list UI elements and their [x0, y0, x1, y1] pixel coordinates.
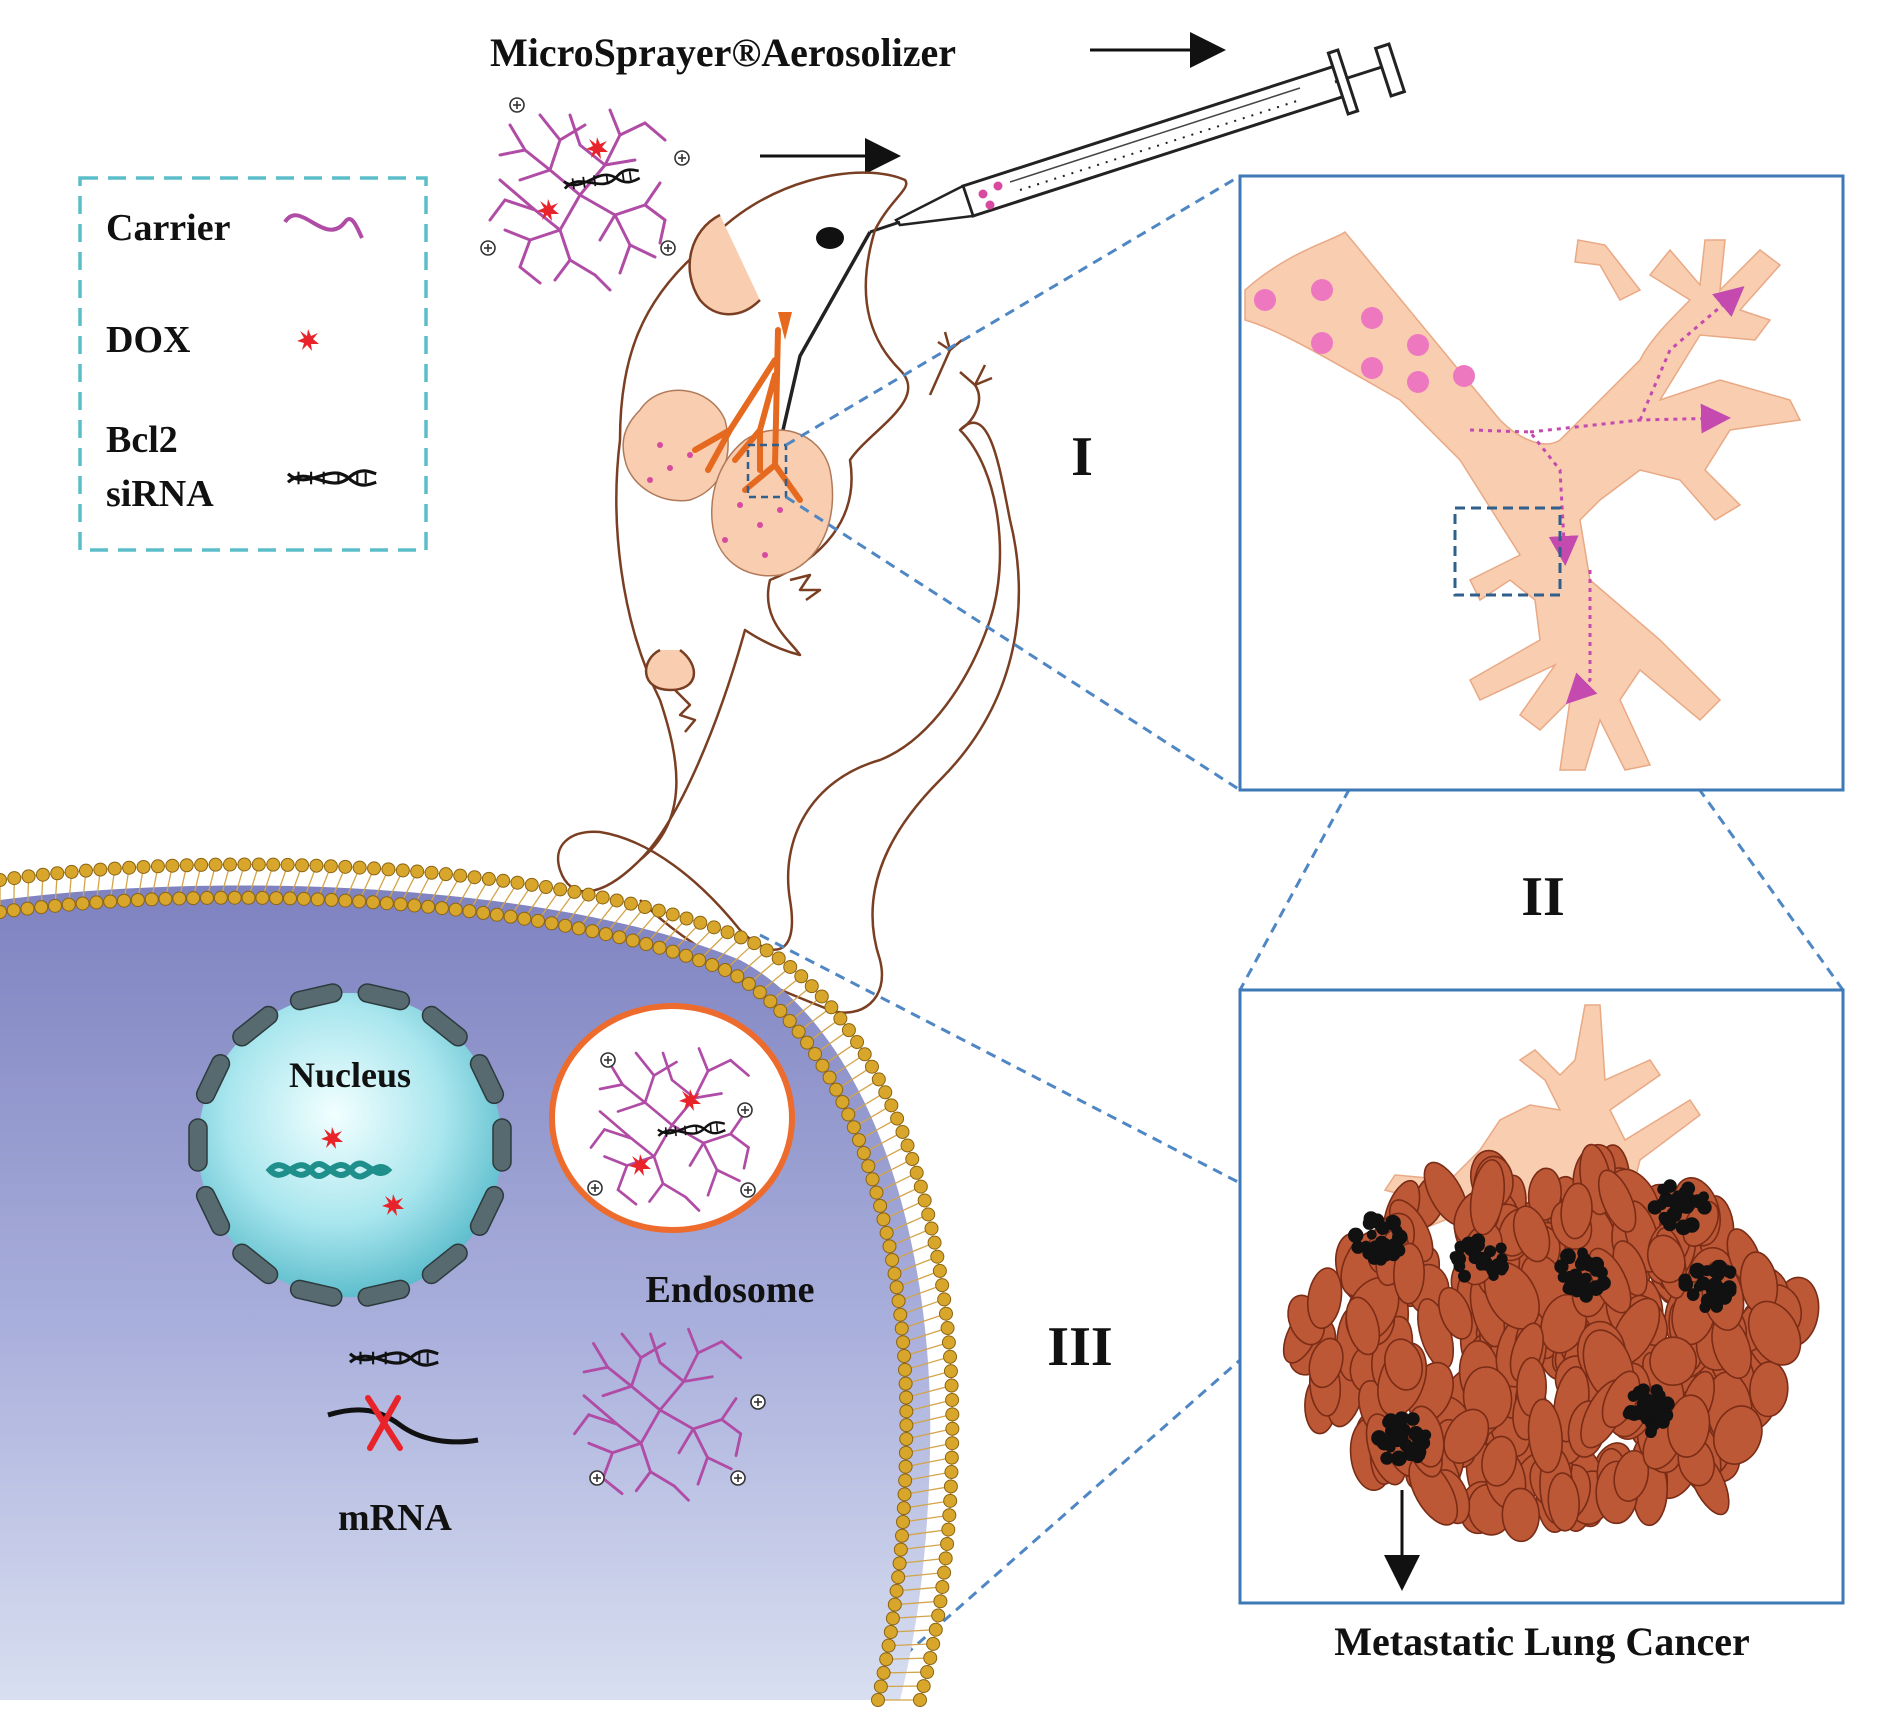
legend-sirna-label: siRNA [106, 473, 214, 515]
legend-dox-label: DOX [106, 319, 190, 361]
endosome [552, 1006, 792, 1230]
legend-carrier-label: Carrier [106, 207, 231, 249]
cancer-caption: Metastatic Lung Cancer [1334, 1619, 1749, 1664]
legend-bcl2-label: Bcl2 [106, 419, 178, 461]
nucleus-label: Nucleus [289, 1055, 411, 1095]
stage-one-label: I [1071, 426, 1093, 488]
mouse [558, 173, 1019, 1013]
stage-three-label: III [1047, 1316, 1112, 1378]
endosome-label: Endosome [646, 1269, 815, 1311]
aerosolizer-title: MicroSprayer®Aerosolizer [490, 30, 956, 75]
cell-body [0, 858, 959, 1707]
carrier-symbol [285, 215, 362, 238]
dox-symbol [297, 329, 319, 351]
stage-two-label: II [1521, 866, 1565, 928]
mrna-label: mRNA [338, 1497, 453, 1539]
dendrimer-particle-top [481, 98, 689, 290]
nucleus [189, 982, 511, 1307]
sirna-symbol [288, 471, 376, 485]
